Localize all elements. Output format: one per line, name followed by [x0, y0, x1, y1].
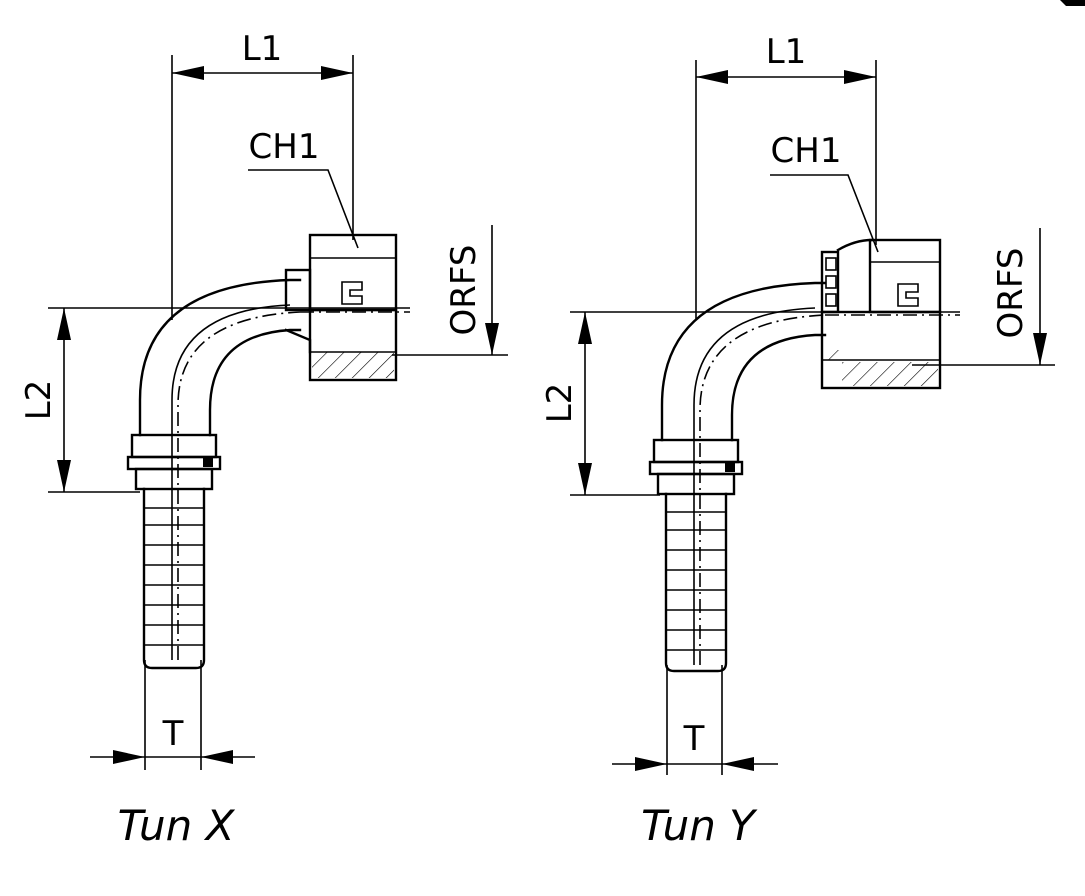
- hose-stem-x: [126, 278, 302, 670]
- orfs-dimension-y: ORFS: [912, 228, 1055, 366]
- l1-label-y: L1: [766, 32, 807, 72]
- hose-stem-y: [648, 281, 827, 673]
- ch1-leader-y: CH1: [770, 131, 879, 253]
- corner-fragment: [1060, 0, 1085, 6]
- ch1-label-x: CH1: [249, 127, 320, 167]
- caption-x: Tun X: [118, 801, 236, 850]
- l2-label-y: L2: [540, 383, 580, 424]
- l2-label-x: L2: [19, 380, 59, 421]
- t-label-y: T: [683, 719, 705, 759]
- nut-y: [820, 238, 960, 390]
- caption-y: Tun Y: [641, 801, 758, 850]
- orfs-label-y: ORFS: [991, 248, 1031, 339]
- ch1-label-y: CH1: [771, 131, 842, 171]
- t-dimension-x: T: [90, 660, 255, 770]
- l2-dimension-x: L2: [19, 307, 410, 493]
- ch1-leader-x: CH1: [248, 127, 359, 249]
- t-dimension-y: T: [612, 665, 778, 775]
- fitting-x: L1 CH1 ORFS L2: [19, 29, 508, 850]
- l1-label-x: L1: [242, 29, 283, 69]
- t-label-x: T: [162, 714, 184, 754]
- l1-dimension-x: L1: [171, 29, 354, 320]
- fitting-y: L1 CH1 ORFS L2: [540, 32, 1055, 850]
- orfs-label-x: ORFS: [444, 245, 484, 336]
- orfs-dimension-x: ORFS: [392, 225, 508, 356]
- l1-dimension-y: L1: [695, 32, 877, 320]
- nut-x: [284, 233, 410, 382]
- l2-dimension-y: L2: [540, 311, 960, 496]
